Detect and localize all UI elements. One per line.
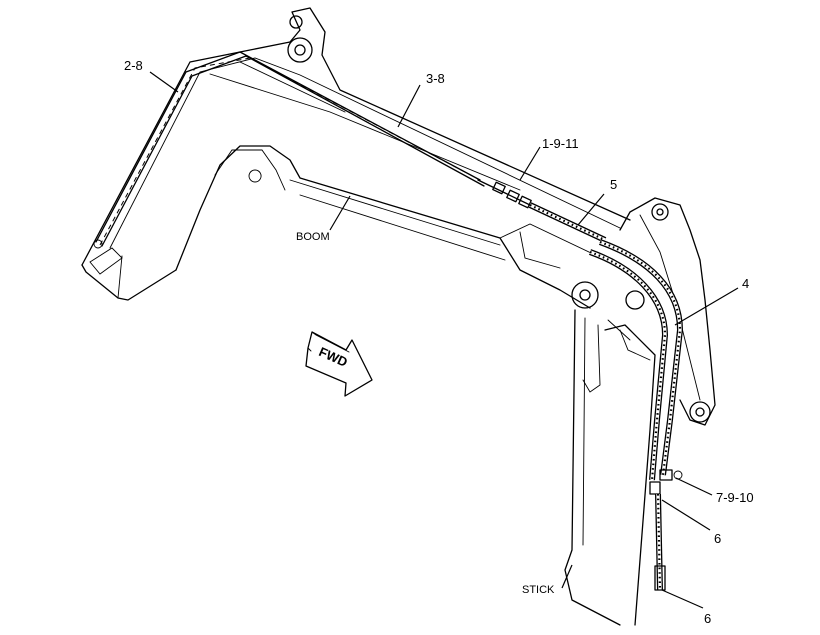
callout-6-lower: 6 (704, 611, 711, 626)
callout-3-8: 3-8 (426, 71, 445, 86)
stick-label: STICK (522, 584, 555, 596)
callout-5: 5 (610, 177, 617, 192)
leader-lines (149, 71, 739, 609)
callout-4: 4 (742, 276, 749, 291)
forward-arrow-icon: FWD (305, 331, 373, 397)
callout-7-9-10: 7-9-10 (716, 490, 754, 505)
boom (81, 7, 631, 309)
callout-2-8: 2-8 (124, 58, 143, 73)
callout-1-9-11: 1-9-11 (542, 136, 579, 151)
hose-assembly (93, 51, 684, 591)
fwd-label: FWD (317, 344, 350, 370)
boom-label: BOOM (296, 231, 330, 243)
callout-6-upper: 6 (714, 531, 721, 546)
stick (564, 197, 716, 626)
hose-routing-dashed (99, 57, 481, 246)
